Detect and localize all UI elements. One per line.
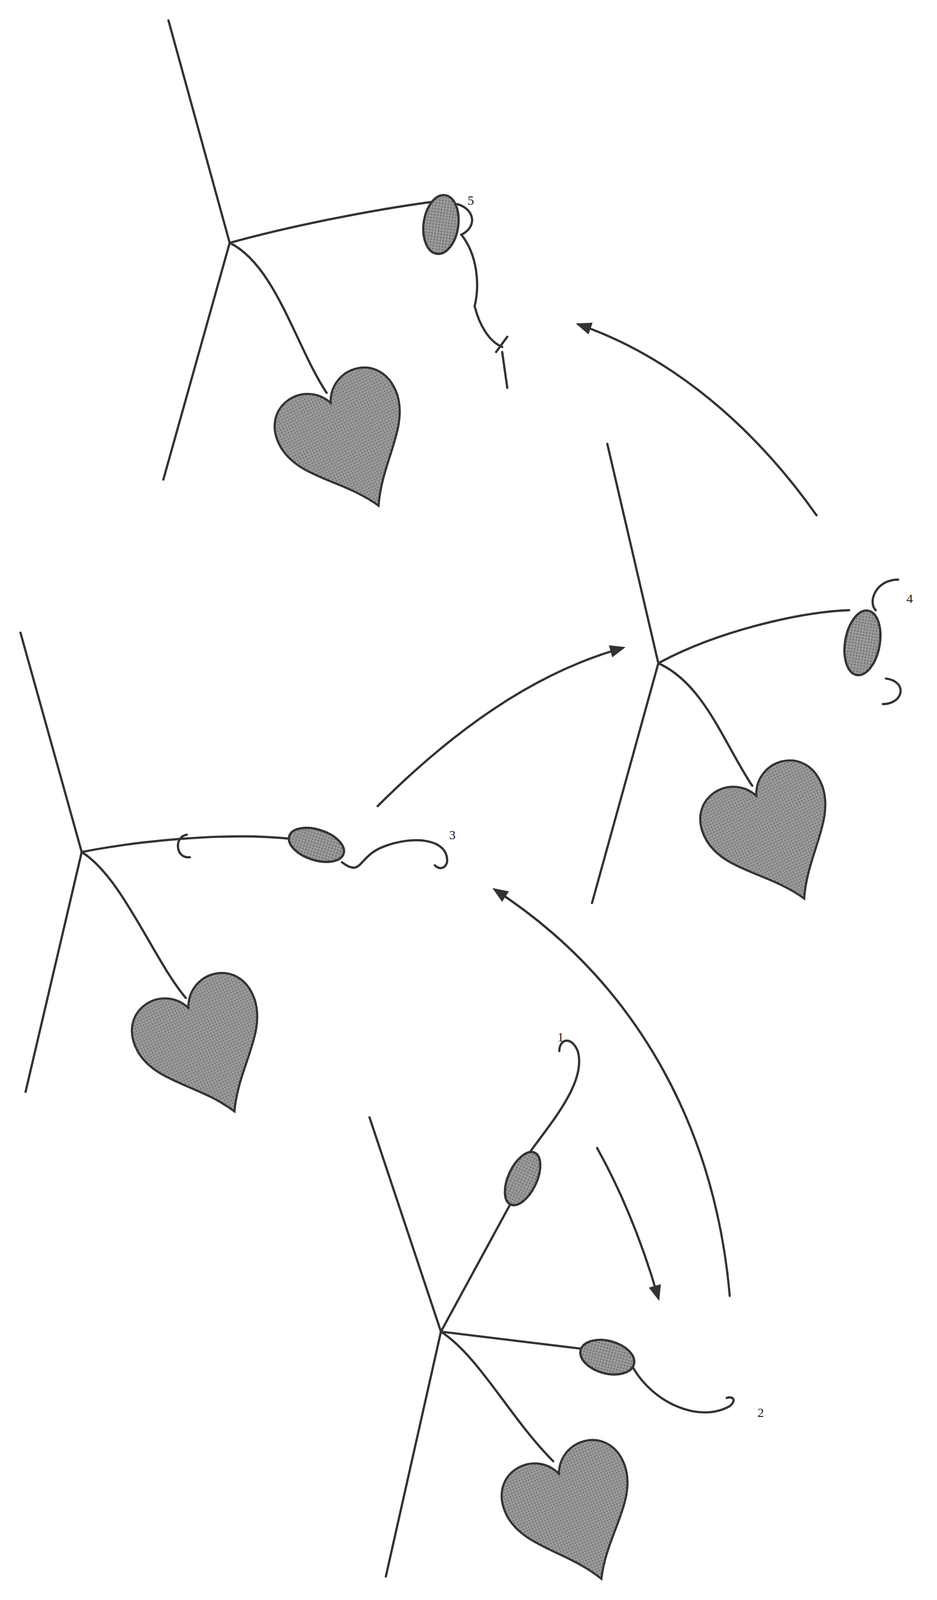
- branch: [81, 836, 291, 852]
- branch: [440, 1331, 584, 1350]
- tendril: [530, 1040, 580, 1151]
- arrow: [596, 1148, 659, 1299]
- figure-bottom: [369, 890, 734, 1600]
- stem: [369, 1117, 442, 1577]
- figure-middle-left: [20, 632, 623, 1138]
- branch: [658, 663, 753, 786]
- bud: [839, 607, 886, 679]
- branch: [229, 242, 327, 394]
- bud: [284, 821, 349, 869]
- branch: [229, 202, 431, 243]
- tendril: [341, 840, 448, 869]
- bud: [419, 192, 462, 256]
- bud: [497, 1146, 548, 1211]
- callout-number: 5: [467, 193, 475, 207]
- callout-number: 1: [557, 1030, 564, 1044]
- callout-number: 2: [757, 1406, 764, 1420]
- heart: [689, 749, 863, 926]
- bud: [576, 1334, 639, 1381]
- figure-top: [163, 20, 508, 533]
- heart: [491, 1430, 661, 1600]
- arrow: [377, 648, 623, 807]
- tendril: [872, 579, 901, 705]
- heart: [263, 357, 437, 534]
- tendril: [457, 204, 508, 388]
- arrow: [494, 890, 730, 1297]
- branch: [440, 1204, 511, 1332]
- callout-number: 4: [906, 592, 913, 606]
- heart: [121, 962, 293, 1138]
- arrow: [578, 324, 817, 516]
- tendril: [632, 1367, 734, 1413]
- branch: [440, 1331, 554, 1462]
- branch: [658, 610, 850, 664]
- stem: [20, 632, 82, 1093]
- branch: [81, 851, 186, 998]
- stem: [592, 443, 659, 904]
- callout-number: 3: [448, 828, 456, 842]
- ring: [177, 834, 191, 858]
- stem: [163, 20, 230, 480]
- figure-middle-right: [578, 324, 901, 926]
